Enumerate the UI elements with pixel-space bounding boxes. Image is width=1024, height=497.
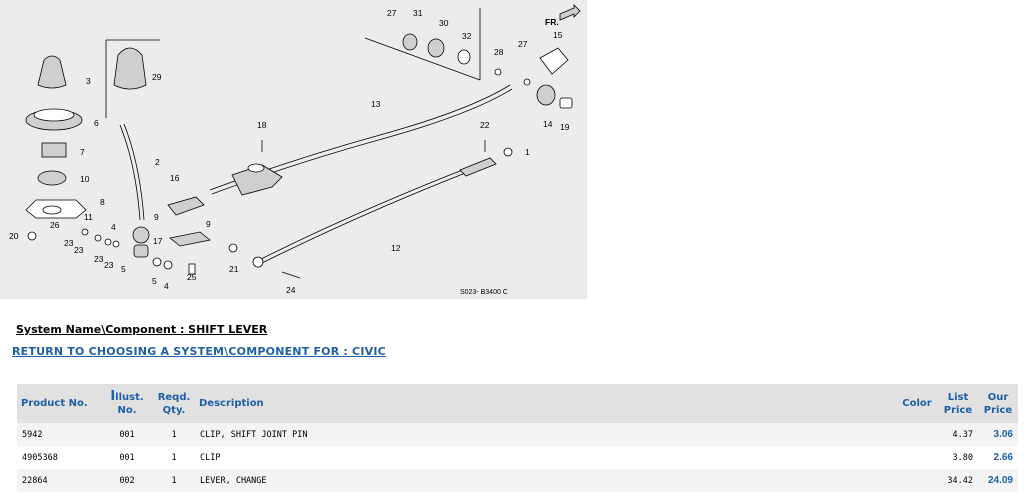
header-reqd-line2: Qty.	[162, 404, 186, 416]
cell-list-price: 34.42	[938, 469, 978, 492]
header-list-line2: Price	[943, 404, 973, 416]
header-our-line1: Our	[987, 391, 1009, 403]
cell-illust-no: 001	[119, 452, 135, 463]
callout-label: 27	[518, 39, 528, 49]
header-description: Description	[195, 384, 896, 423]
parts-diagram: 27 31 30 32 FR. 15 28 27 3 29 13 14 19 6…	[0, 0, 587, 299]
cell-description: CLIP	[200, 452, 221, 463]
header-list-line1: List	[947, 391, 969, 403]
callout-label: 27	[387, 8, 397, 18]
header-illust-line2: No.	[117, 405, 137, 416]
cell-illust-no: 002	[101, 469, 153, 492]
callout-label: 9	[206, 219, 211, 229]
callout-label: 16	[170, 173, 180, 183]
cell-illust-no: 001	[101, 423, 153, 446]
callout-label: 13	[371, 99, 381, 109]
cell-color	[896, 446, 938, 469]
callout-label: 9	[154, 212, 159, 222]
callout-label: 2	[155, 157, 160, 167]
return-to-system-link[interactable]: RETURN TO CHOOSING A SYSTEM\COMPONENT FO…	[12, 345, 386, 358]
callout-label: 5	[121, 264, 126, 274]
cell-qty: 1	[171, 452, 177, 463]
diagram-code: S023- B3400 C	[460, 289, 508, 296]
cell-list-price: 3.80	[952, 452, 973, 463]
header-color: Color	[896, 384, 938, 423]
callout-label: 7	[80, 147, 85, 157]
callout-label: 6	[94, 118, 99, 128]
cell-our-price: 24.09	[978, 469, 1018, 492]
header-reqd-qty: Reqd.Qty.	[153, 384, 195, 423]
cell-list-price: 4.37	[938, 423, 978, 446]
cell-qty: 1	[153, 423, 195, 446]
callout-label: 31	[413, 8, 423, 18]
callout-label: 3	[86, 76, 91, 86]
callout-label: 32	[462, 31, 472, 41]
cell-color	[896, 423, 938, 446]
cell-description: CLIP, SHIFT JOINT PIN	[195, 423, 896, 446]
callout-label: 24	[286, 285, 296, 295]
callout-label: 18	[257, 120, 267, 130]
header-our-line2: Price	[983, 404, 1013, 416]
header-illust-initial: I	[110, 389, 116, 404]
callout-label: 22	[480, 120, 490, 130]
callout-label: 14	[543, 119, 553, 129]
callout-label: 15	[553, 30, 563, 40]
cell-our-price: 3.06	[978, 423, 1018, 446]
cell-product-no: 22864	[17, 469, 101, 492]
callout-label: 4	[111, 222, 116, 232]
callout-label: 25	[187, 272, 197, 282]
callout-label: 1	[525, 147, 530, 157]
callout-label: 17	[153, 236, 163, 246]
table-row[interactable]: 4905368 001 1 CLIP 3.80 2.66	[17, 446, 1018, 469]
header-illust-rest: llust.	[115, 392, 144, 403]
callout-label: FR.	[545, 17, 559, 27]
cell-our-price: 2.66	[993, 452, 1013, 463]
cell-color	[896, 469, 938, 492]
cell-description: LEVER, CHANGE	[195, 469, 896, 492]
callout-label: 20	[9, 231, 19, 241]
callout-label: 11	[84, 212, 93, 222]
callout-label: 23	[104, 260, 114, 270]
callout-label: 19	[560, 122, 570, 132]
callout-label: 4	[164, 281, 169, 291]
callout-label: 21	[229, 264, 239, 274]
cell-product-no: 5942	[17, 423, 101, 446]
cell-product-no: 4905368	[22, 452, 58, 463]
header-reqd-line1: Reqd.	[157, 391, 191, 403]
exploded-view-drawing: 27 31 30 32 FR. 15 28 27 3 29 13 14 19 6…	[9, 4, 581, 296]
header-product-no: Product No.	[17, 384, 101, 423]
parts-table: Product No. Illust. No. Reqd.Qty. Descrip…	[17, 384, 1018, 492]
callout-label: 10	[80, 174, 90, 184]
header-illust-no: Illust. No.	[101, 384, 153, 423]
table-header-row: Product No. Illust. No. Reqd.Qty. Descrip…	[17, 384, 1018, 423]
cell-qty: 1	[153, 469, 195, 492]
callout-label: 8	[100, 197, 105, 207]
callout-label: 23	[64, 238, 74, 248]
callout-label: 23	[94, 254, 104, 264]
callout-label: 26	[50, 220, 60, 230]
callout-label: 23	[74, 245, 84, 255]
callout-label: 30	[439, 18, 449, 28]
callout-label: 12	[391, 243, 401, 253]
callout-label: 5	[152, 276, 157, 286]
table-row[interactable]: 22864 002 1 LEVER, CHANGE 34.42 24.09	[17, 469, 1018, 492]
page-title: System Name\Component : SHIFT LEVER	[16, 323, 268, 336]
callout-label: 28	[494, 47, 504, 57]
table-row[interactable]: 5942 001 1 CLIP, SHIFT JOINT PIN 4.37 3.…	[17, 423, 1018, 446]
callout-label: 29	[152, 72, 162, 82]
